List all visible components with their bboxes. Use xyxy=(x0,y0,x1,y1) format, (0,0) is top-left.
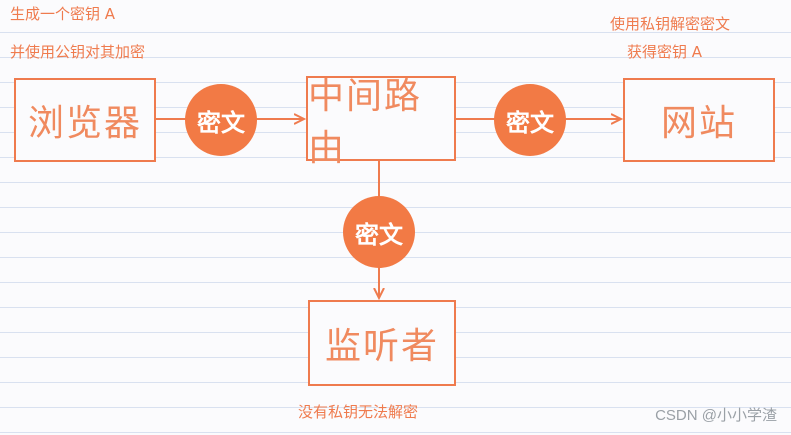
eavesdropper-note: 没有私钥无法解密 xyxy=(298,403,419,421)
browser-note-line1: 生成一个密钥 A xyxy=(10,5,116,23)
ciphertext-badge-right: 密文 xyxy=(494,84,566,156)
eavesdropper-node: 监听者 xyxy=(308,300,456,386)
ciphertext-badge-left: 密文 xyxy=(185,84,257,156)
website-note-line2: 获得密钥 A xyxy=(627,43,703,61)
website-note-line1: 使用私钥解密密文 xyxy=(610,15,731,33)
router-node: 中间路由 xyxy=(306,76,456,169)
browser-node: 浏览器 xyxy=(14,78,156,162)
ciphertext-badge-down: 密文 xyxy=(343,196,415,268)
browser-note-line2: 并使用公钥对其加密 xyxy=(10,43,146,61)
website-node: 网站 xyxy=(623,78,775,162)
watermark: CSDN @小小学渣 xyxy=(655,407,777,424)
